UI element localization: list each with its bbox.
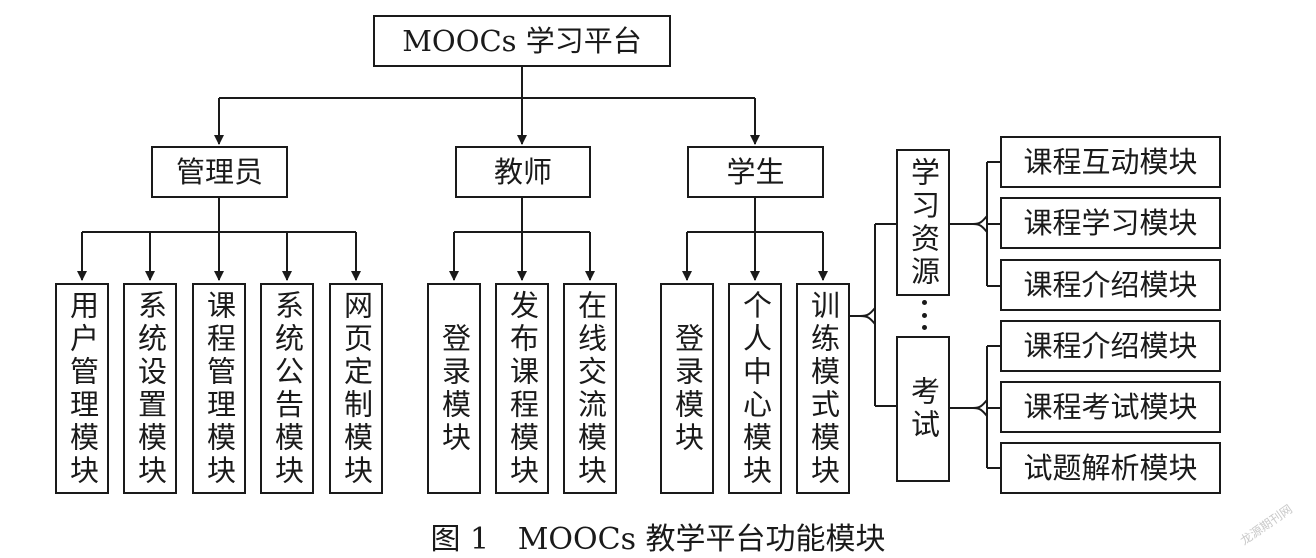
root-label: MOOCs 学习平台 xyxy=(402,23,642,58)
module-label: 个人中心模块 xyxy=(738,289,773,488)
module-label: 在线交流模块 xyxy=(573,289,608,488)
module-label: 课程学习模块 xyxy=(1023,205,1198,240)
teacher-module-login: 登录模块 xyxy=(427,283,481,494)
admin-module-system-announcement: 系统公告模块 xyxy=(260,283,314,494)
module-label: 试题解析模块 xyxy=(1023,450,1198,485)
student-module-training-mode: 训练模式模块 xyxy=(796,283,850,494)
exam-label: 考试 xyxy=(906,376,941,442)
root-node: MOOCs 学习平台 xyxy=(373,15,671,67)
ellipsis-dots xyxy=(916,300,932,330)
exam-module-course-exam: 课程考试模块 xyxy=(1000,381,1221,433)
exam-module-course-introduction: 课程介绍模块 xyxy=(1000,320,1221,372)
admin-module-course-management: 课程管理模块 xyxy=(192,283,246,494)
module-label: 课程介绍模块 xyxy=(1023,267,1198,302)
module-label: 课程介绍模块 xyxy=(1023,328,1198,363)
admin-module-user-management: 用户管理模块 xyxy=(55,283,109,494)
module-label: 网页定制模块 xyxy=(339,289,374,488)
teacher-module-publish-course: 发布课程模块 xyxy=(495,283,549,494)
module-label: 课程管理模块 xyxy=(202,289,237,488)
module-label: 系统公告模块 xyxy=(270,289,305,488)
module-label: 系统设置模块 xyxy=(133,289,168,488)
role-teacher-label: 教师 xyxy=(493,154,552,189)
module-label: 训练模式模块 xyxy=(806,289,841,488)
module-label: 课程互动模块 xyxy=(1023,144,1198,179)
student-module-personal-center: 个人中心模块 xyxy=(728,283,782,494)
resource-module-course-introduction: 课程介绍模块 xyxy=(1000,259,1221,311)
role-admin-label: 管理员 xyxy=(175,154,263,189)
role-admin-node: 管理员 xyxy=(151,146,288,198)
admin-module-system-settings: 系统设置模块 xyxy=(123,283,177,494)
admin-module-web-customization: 网页定制模块 xyxy=(329,283,383,494)
student-module-login: 登录模块 xyxy=(660,283,714,494)
resource-module-course-learning: 课程学习模块 xyxy=(1000,197,1221,249)
teacher-module-online-communication: 在线交流模块 xyxy=(563,283,617,494)
exam-node: 考试 xyxy=(896,336,950,482)
learning-resources-label: 学习资源 xyxy=(906,156,941,289)
figure-caption: 图 1 MOOCs 教学平台功能模块 xyxy=(430,522,886,557)
role-student-node: 学生 xyxy=(687,146,824,198)
role-teacher-node: 教师 xyxy=(455,146,591,198)
resource-module-course-interaction: 课程互动模块 xyxy=(1000,136,1221,188)
role-student-label: 学生 xyxy=(726,154,785,189)
module-label: 登录模块 xyxy=(670,322,705,455)
module-label: 课程考试模块 xyxy=(1023,389,1198,424)
module-label: 用户管理模块 xyxy=(65,289,100,488)
module-label: 发布课程模块 xyxy=(505,289,540,488)
module-label: 登录模块 xyxy=(437,322,472,455)
exam-module-question-analysis: 试题解析模块 xyxy=(1000,442,1221,494)
learning-resources-node: 学习资源 xyxy=(896,149,950,296)
